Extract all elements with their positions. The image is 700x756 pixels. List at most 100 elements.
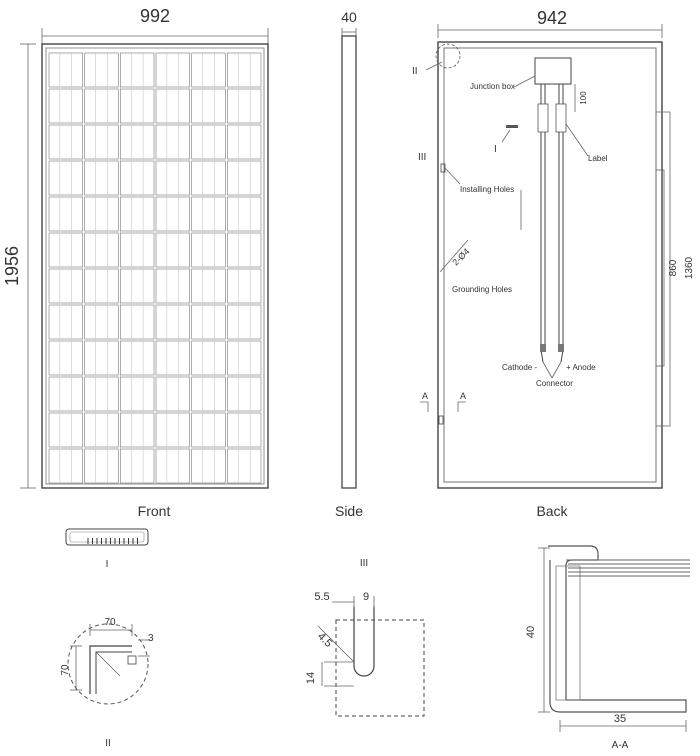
section-a-right: A (460, 391, 466, 401)
solar-cell (226, 232, 262, 268)
solar-cell (48, 340, 84, 376)
detail-iii-dim-14: 14 (305, 672, 317, 684)
front-height-label: 1956 (2, 246, 22, 286)
solar-cell (155, 88, 191, 124)
solar-cell (226, 412, 262, 448)
marker-ii: II (412, 66, 418, 77)
front-caption: Front (138, 503, 171, 519)
back-dim-1360: 1360 (684, 256, 695, 279)
solar-cell (84, 196, 119, 232)
solar-cell (191, 448, 226, 484)
solar-cell (48, 376, 84, 412)
solar-cell (191, 376, 226, 412)
anode-label: + Anode (566, 363, 596, 372)
solar-cell (226, 160, 262, 196)
solar-cell (226, 376, 262, 412)
marker-iii: III (418, 152, 426, 163)
solar-cell (119, 88, 155, 124)
detail-i-label: I (106, 559, 109, 570)
section-a-a: 40 35 A-A (525, 545, 690, 751)
front-view: 992 1956 Front (2, 6, 269, 519)
solar-cell (119, 124, 155, 160)
front-inner-frame (45, 47, 265, 485)
solar-cell (226, 268, 262, 304)
installing-holes-label: Installing Holes (460, 185, 514, 194)
solar-cell (48, 160, 84, 196)
solar-cell (84, 448, 119, 484)
side-caption: Side (335, 503, 363, 519)
solar-cell (191, 268, 226, 304)
solar-cell (48, 268, 84, 304)
solar-cell (119, 304, 155, 340)
solar-cell (84, 268, 119, 304)
junction-box-label: Junction box (470, 82, 515, 91)
solar-cell (226, 124, 262, 160)
solar-cell (226, 304, 262, 340)
solar-cell (191, 160, 226, 196)
solar-cell (48, 448, 84, 484)
detail-ii-dim-70-top: 70 (104, 617, 116, 628)
solar-cell (191, 52, 226, 88)
junction-box (534, 57, 572, 85)
back-dim-100: 100 (579, 91, 588, 105)
solar-cell (191, 124, 226, 160)
solar-cell (155, 340, 191, 376)
solar-cell (119, 196, 155, 232)
solar-cell (155, 124, 191, 160)
solar-cell (119, 268, 155, 304)
front-frame (41, 43, 269, 489)
solar-cell (155, 232, 191, 268)
detail-iii: 5.5 9 4.5 14 III (305, 558, 425, 717)
solar-cell (119, 412, 155, 448)
section-dim-40: 40 (525, 626, 537, 638)
side-frame (341, 35, 357, 489)
solar-cell (48, 124, 84, 160)
detail-ii-dim-70-left: 70 (60, 664, 71, 676)
solar-cell (155, 268, 191, 304)
solar-cell (84, 232, 119, 268)
back-caption: Back (536, 503, 568, 519)
solar-cell (84, 124, 119, 160)
solar-cell (155, 304, 191, 340)
connector-label: Connector (536, 379, 573, 388)
solar-cell (155, 376, 191, 412)
section-label: A-A (612, 740, 629, 751)
solar-cell (191, 196, 226, 232)
solar-cell (48, 304, 84, 340)
front-cell-grid (48, 52, 262, 484)
solar-cell (119, 160, 155, 196)
solar-cell (48, 52, 84, 88)
marker-i: I (494, 144, 497, 155)
solar-cell (226, 52, 262, 88)
solar-cell (119, 376, 155, 412)
detail-ii-label: II (105, 738, 111, 749)
front-width-label: 992 (140, 6, 170, 26)
section-a-left: A (422, 391, 428, 401)
solar-cell (119, 52, 155, 88)
solar-cell (84, 304, 119, 340)
grounding-holes-label: Grounding Holes (452, 285, 512, 294)
solar-cell (48, 412, 84, 448)
solar-cell (226, 88, 262, 124)
solar-cell (191, 412, 226, 448)
detail-ii: 70 70 3 II (60, 617, 154, 749)
detail-ii-dim-3: 3 (148, 633, 154, 644)
solar-cell (226, 340, 262, 376)
solar-cell (155, 52, 191, 88)
label-callout: Label (588, 154, 608, 163)
back-dim-860: 860 (668, 259, 679, 276)
solar-cell (226, 196, 262, 232)
solar-cell (48, 88, 84, 124)
detail-iii-dim-9: 9 (363, 591, 369, 603)
solar-cell (191, 232, 226, 268)
solar-cell (84, 412, 119, 448)
solar-cell (191, 88, 226, 124)
side-width-label: 40 (341, 9, 357, 25)
detail-iii-label: III (360, 558, 368, 569)
cathode-label: Cathode - (502, 363, 537, 372)
detail-iii-dim-4-5: 4.5 (315, 630, 334, 649)
side-view: 40 Side (335, 9, 363, 519)
back-inner-frame (443, 47, 657, 483)
